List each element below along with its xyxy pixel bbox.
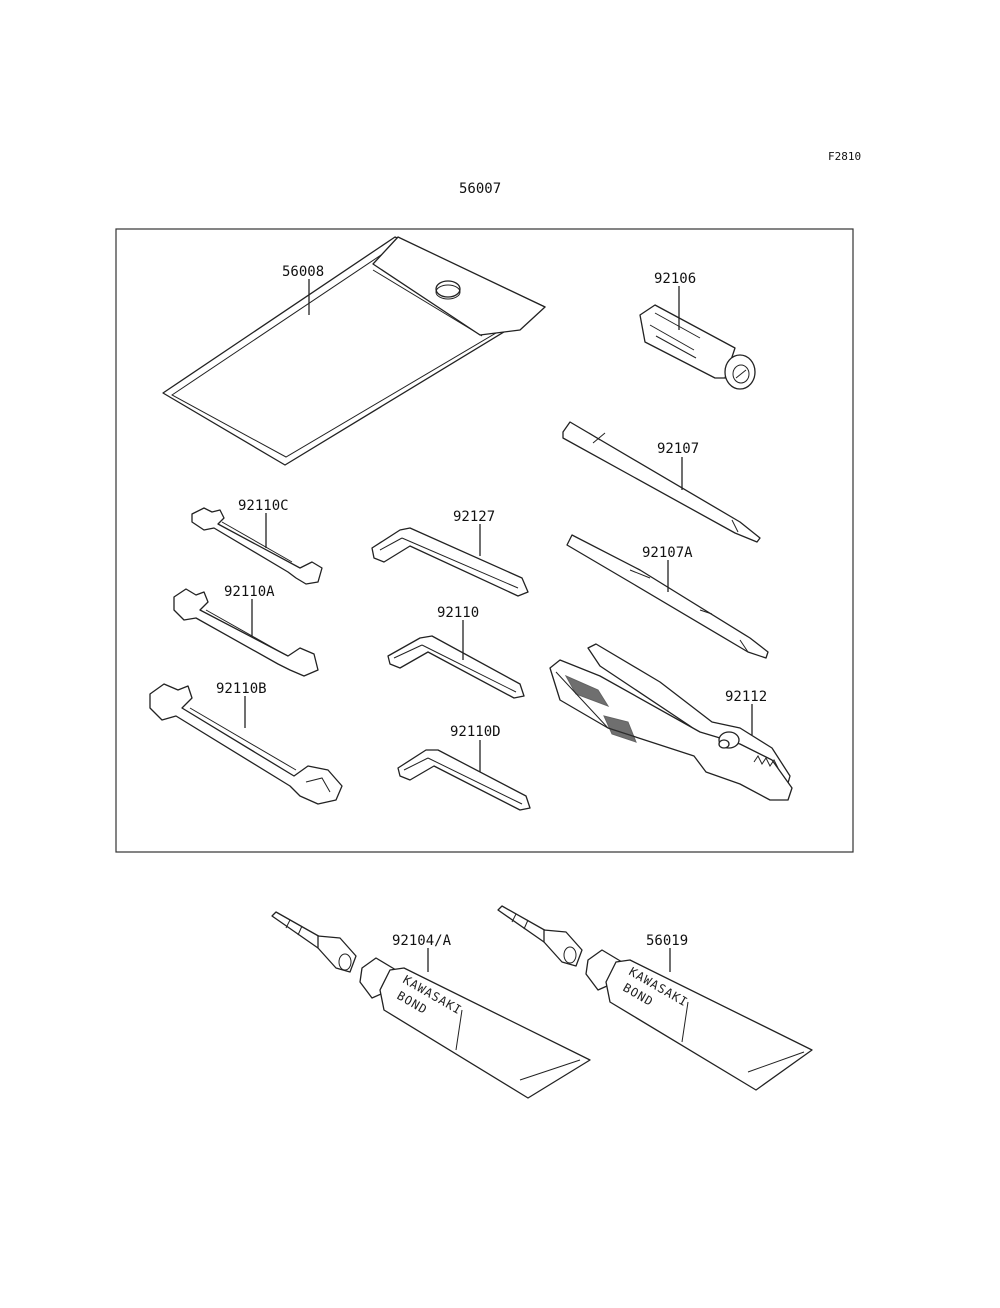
label-92110D: 92110D [450,724,501,740]
socket-92106 [639,304,756,390]
wrench-92110B [149,683,343,805]
label-92104A: 92104/A [392,933,452,949]
label-92112: 92112 [725,689,767,705]
label-56008: 56008 [282,264,324,280]
label-92110C: 92110C [238,498,289,514]
label-92110: 92110 [437,605,479,621]
set-part-number: 56007 [459,181,501,197]
screwdriver-92107 [562,421,761,543]
label-92110A: 92110A [224,584,275,600]
wrench-92110C [191,507,323,585]
wrench-92110A [173,588,319,677]
label-56019: 56019 [646,933,688,949]
hex-key-92110D [397,749,531,811]
label-92127: 92127 [453,509,495,525]
tool-bag-56008 [162,236,546,466]
figure-code: F2810 [828,150,861,163]
hex-key-92110 [387,635,525,699]
tool-kit-frame [115,228,854,853]
screwdriver-92107A [566,534,769,659]
hex-key-92127 [371,527,529,597]
pliers-92112 [549,643,793,801]
label-92106: 92106 [654,271,696,287]
label-92107: 92107 [657,441,699,457]
bond-tube-56019: KAWASAKI BOND [497,905,813,1091]
label-92107A: 92107A [642,545,693,561]
label-92110B: 92110B [216,681,267,697]
